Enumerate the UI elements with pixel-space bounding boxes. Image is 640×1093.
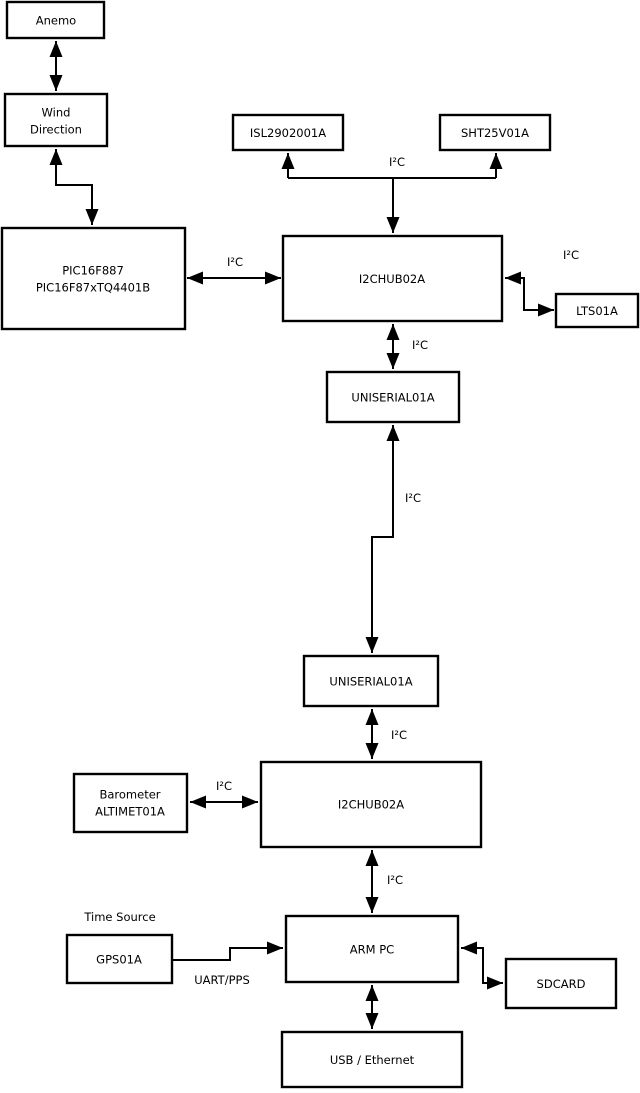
label-time-source: Time Source bbox=[83, 910, 155, 924]
node-barometer-label-1: Barometer bbox=[99, 788, 160, 802]
node-wind-direction-label-2: Direction bbox=[30, 123, 82, 137]
label-i2c-hub2-armpc: I²C bbox=[387, 873, 403, 887]
node-sht: SHT25V01A bbox=[438, 113, 552, 152]
node-barometer-box bbox=[72, 772, 189, 834]
node-gps-box bbox=[65, 933, 174, 985]
node-i2chub-top-box bbox=[281, 234, 504, 323]
node-pic-box bbox=[0, 226, 187, 331]
node-i2chub-bottom-box bbox=[259, 760, 483, 849]
edge-gps-armpc bbox=[172, 941, 283, 961]
label-i2c-hub-lts: I²C bbox=[563, 248, 579, 262]
node-wind-direction-label-1: Wind bbox=[42, 106, 71, 120]
node-pic-label-2: PIC16F87xTQ4401B bbox=[36, 281, 150, 295]
edge-uniserial-uniserial bbox=[365, 425, 400, 653]
node-isl-box bbox=[231, 113, 345, 152]
node-isl-label: ISL2902001A bbox=[250, 126, 326, 140]
node-barometer-label-2: ALTIMET01A bbox=[95, 805, 165, 819]
node-uniserial-top-box bbox=[325, 370, 461, 424]
node-wind-direction-box bbox=[3, 92, 109, 148]
node-uniserial-top: UNISERIAL01A bbox=[325, 370, 461, 424]
node-arm-pc: ARM PC bbox=[284, 914, 460, 984]
node-pic-label-1: PIC16F887 bbox=[62, 264, 124, 278]
node-i2chub-bottom: I2CHUB02A bbox=[259, 760, 483, 849]
node-pic: PIC16F887 PIC16F87xTQ4401B bbox=[0, 226, 187, 331]
node-anemo-box bbox=[5, 0, 106, 40]
node-isl: ISL2902001A bbox=[231, 113, 345, 152]
node-i2chub-top: I2CHUB02A bbox=[281, 234, 504, 323]
node-sht-label: SHT25V01A bbox=[461, 126, 529, 140]
node-arm-pc-box bbox=[284, 914, 460, 984]
label-i2c-hub-uniserial: I²C bbox=[412, 338, 428, 352]
label-i2c-uniserial-hub2: I²C bbox=[391, 728, 407, 742]
node-anemo: Anemo bbox=[5, 0, 106, 40]
node-lts-box bbox=[554, 292, 640, 329]
node-lts-label: LTS01A bbox=[576, 304, 618, 318]
node-wind-direction: Wind Direction bbox=[3, 92, 109, 148]
node-uniserial-top-label: UNISERIAL01A bbox=[351, 391, 434, 405]
node-usb-ethernet: USB / Ethernet bbox=[280, 1030, 464, 1089]
node-lts: LTS01A bbox=[554, 292, 640, 329]
node-i2chub-bottom-label: I2CHUB02A bbox=[338, 798, 404, 812]
node-usb-ethernet-label: USB / Ethernet bbox=[330, 1053, 415, 1067]
label-i2c-sensor-bus: I²C bbox=[389, 155, 405, 169]
node-uniserial-bottom: UNISERIAL01A bbox=[302, 654, 440, 708]
node-gps-label: GPS01A bbox=[96, 953, 142, 967]
label-i2c-uniserial-link: I²C bbox=[405, 491, 421, 505]
node-sdcard-label: SDCARD bbox=[537, 977, 586, 991]
node-gps: GPS01A bbox=[65, 933, 174, 985]
label-i2c-barometer-hub2: I²C bbox=[216, 779, 232, 793]
edge-wind-pic bbox=[49, 149, 99, 225]
label-uart-pps: UART/PPS bbox=[194, 973, 250, 987]
node-uniserial-bottom-box bbox=[302, 654, 440, 708]
label-i2c-pic-hub: I²C bbox=[227, 255, 243, 269]
node-sht-box bbox=[438, 113, 552, 152]
node-sdcard: SDCARD bbox=[504, 957, 618, 1010]
edge-armpc-sdcard bbox=[461, 941, 503, 990]
node-anemo-label: Anemo bbox=[36, 14, 76, 28]
node-arm-pc-label: ARM PC bbox=[350, 943, 394, 957]
node-i2chub-top-label: I2CHUB02A bbox=[359, 272, 425, 286]
node-barometer: Barometer ALTIMET01A bbox=[72, 772, 189, 834]
edge-hub-lts bbox=[505, 271, 554, 317]
node-uniserial-bottom-label: UNISERIAL01A bbox=[329, 675, 412, 689]
node-sdcard-box bbox=[504, 957, 618, 1010]
node-usb-ethernet-box bbox=[280, 1030, 464, 1089]
